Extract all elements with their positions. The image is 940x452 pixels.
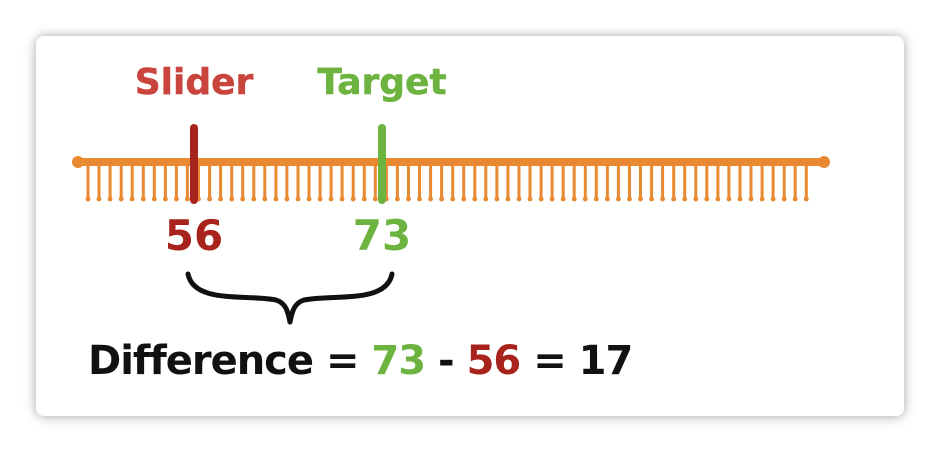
slider-label: Slider	[135, 62, 254, 103]
target-value: 73	[353, 211, 411, 260]
ruler-tick-end	[638, 196, 643, 202]
equation-equals-1: =	[325, 338, 360, 384]
ruler-tick-end	[129, 196, 135, 202]
ruler-tick-end	[85, 196, 91, 202]
ruler-tick-end	[140, 196, 146, 202]
ruler-tick-end	[284, 196, 290, 202]
ruler-tick-end	[616, 196, 621, 202]
ruler-tick-end	[151, 196, 157, 202]
ruler-tick-end	[372, 196, 378, 202]
ruler-tick-end	[605, 196, 610, 202]
ruler-tick-end	[660, 196, 665, 202]
equation-slider-value: 56	[466, 338, 522, 384]
ruler-tick-end	[649, 196, 654, 202]
ruler-tick-end	[671, 196, 677, 202]
equation-result: 17	[578, 338, 634, 384]
ruler-tick-end	[317, 196, 323, 202]
ruler-tick-end	[361, 196, 367, 202]
ruler-tick-end	[571, 196, 577, 202]
ruler-tick-end	[759, 196, 765, 202]
ruler-tick-end	[218, 196, 224, 202]
ruler-tick-end	[770, 196, 776, 202]
ruler-tick-end	[262, 196, 268, 202]
ruler-tick-end	[350, 196, 356, 202]
ruler-tick-end	[715, 196, 721, 202]
ruler-tick-end	[781, 196, 787, 202]
ruler-tick-end	[450, 196, 456, 202]
ruler-tick-end	[560, 196, 566, 202]
ruler-tick-end	[582, 196, 588, 202]
ruler-tick-end	[406, 196, 411, 202]
ruler	[72, 156, 830, 202]
ruler-tick-end	[229, 196, 235, 202]
ruler-tick-end	[395, 196, 400, 202]
ruler-tick-end	[803, 196, 809, 202]
number-line-diagram: Slider Target 56 73	[72, 62, 830, 325]
ruler-tick-end	[439, 196, 444, 202]
ruler-tick-end	[163, 196, 168, 202]
slider-value: 56	[165, 211, 223, 260]
ruler-tick-end	[792, 196, 798, 202]
ruler-tick-end	[96, 196, 102, 202]
ruler-ticks	[85, 162, 809, 202]
ruler-tick-end	[483, 196, 489, 202]
difference-equation: Difference = 73 - 56 = 17	[88, 338, 634, 384]
ruler-tick-end	[328, 196, 334, 202]
ruler-tick-end	[251, 196, 257, 202]
ruler-tick-end	[295, 196, 301, 202]
ruler-tick-end	[527, 196, 533, 202]
ruler-tick-end	[593, 196, 599, 202]
ruler-left-end	[72, 156, 84, 168]
ruler-tick-end	[494, 196, 500, 202]
ruler-tick-end	[273, 196, 279, 202]
ruler-tick-end	[339, 196, 345, 202]
difference-brace	[185, 271, 395, 325]
equation-equals-2: =	[533, 338, 567, 384]
ruler-tick-end	[461, 196, 467, 202]
ruler-tick-end	[627, 196, 632, 202]
diagram-card: Slider Target 56 73 Difference = 73 - 56…	[36, 36, 904, 416]
ruler-tick-end	[682, 196, 688, 202]
ruler-tick-end	[693, 196, 699, 202]
ruler-tick-end	[748, 196, 754, 202]
ruler-tick-end	[174, 196, 179, 202]
ruler-tick-end	[704, 196, 710, 202]
ruler-tick-end	[107, 196, 113, 202]
target-label: Target	[317, 62, 446, 103]
ruler-tick-end	[207, 196, 213, 202]
equation-target-value: 73	[371, 338, 426, 384]
ruler-tick-end	[118, 196, 124, 202]
ruler-tick-end	[505, 196, 511, 202]
ruler-tick-end	[472, 196, 478, 202]
ruler-tick-end	[240, 196, 246, 202]
equation-word: Difference	[88, 338, 314, 384]
ruler-tick-end	[306, 196, 312, 202]
ruler-tick-end	[516, 196, 522, 202]
ruler-tick-end	[726, 196, 732, 202]
ruler-tick-end	[428, 196, 433, 202]
ruler-tick-end	[185, 196, 190, 202]
equation-minus: -	[438, 338, 455, 384]
ruler-tick-end	[538, 196, 544, 202]
ruler-tick-end	[737, 196, 743, 202]
ruler-right-end	[818, 156, 830, 168]
ruler-tick-end	[417, 196, 422, 202]
ruler-tick-end	[549, 196, 555, 202]
